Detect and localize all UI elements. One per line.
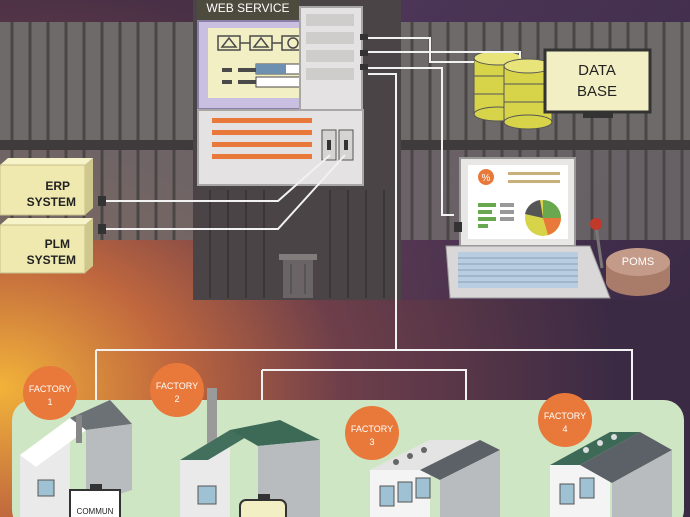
plm-label-line1: PLM [45,237,70,251]
poms-button: POMS [606,248,670,296]
bar-list-icon [478,203,514,228]
factory-3-label-line1: FACTORY [351,424,393,434]
percent-badge-icon [478,169,494,185]
factory-2-building [180,388,320,517]
web-service-label-box [197,0,300,20]
factory-1-device-label: COMMUN [77,507,114,516]
factory-3-label-line2: 3 [369,437,374,447]
factory-1-label-line2: 1 [47,397,52,407]
joystick-icon [590,218,604,269]
percent-symbol: % [482,173,491,184]
plm-system-box: PLM SYSTEM [0,218,106,274]
erp-label-line2: SYSTEM [27,195,76,209]
factory-4-label-line1: FACTORY [544,411,586,421]
factory-3-badge: FACTORY 3 [345,406,399,460]
poms-label: POMS [622,256,654,268]
database-cylinders-icon [473,50,553,130]
web-service-label: WEB SERVICE [206,1,289,15]
factory-4-building [550,432,672,517]
factory-4-badge: FACTORY 4 [538,393,592,447]
laptop-dashboard: % [445,157,611,299]
factory-2-label-line1: FACTORY [156,381,198,391]
factory-4-label-line2: 4 [562,424,567,434]
pie-chart-icon [525,200,561,236]
factory-1-label-line1: FACTORY [29,384,71,394]
server-unit [197,6,368,186]
database-label-line2: BASE [577,83,617,100]
database-monitor: DATA BASE [543,48,652,118]
trash-can-icon [279,254,317,298]
factory-1-badge: FACTORY 1 [23,366,77,420]
factory-2-badge: FACTORY 2 [150,363,204,417]
factory-2-label-line2: 2 [174,394,179,404]
tower-slats [209,190,385,298]
plm-label-line2: SYSTEM [27,253,76,267]
erp-system-box: ERP SYSTEM [0,158,106,216]
database-label-line1: DATA [578,62,616,79]
factory-3-building [370,440,500,517]
factory-1-building: COMMUN [20,400,132,517]
erp-label-line1: ERP [45,179,70,193]
flow-icons [217,35,305,51]
